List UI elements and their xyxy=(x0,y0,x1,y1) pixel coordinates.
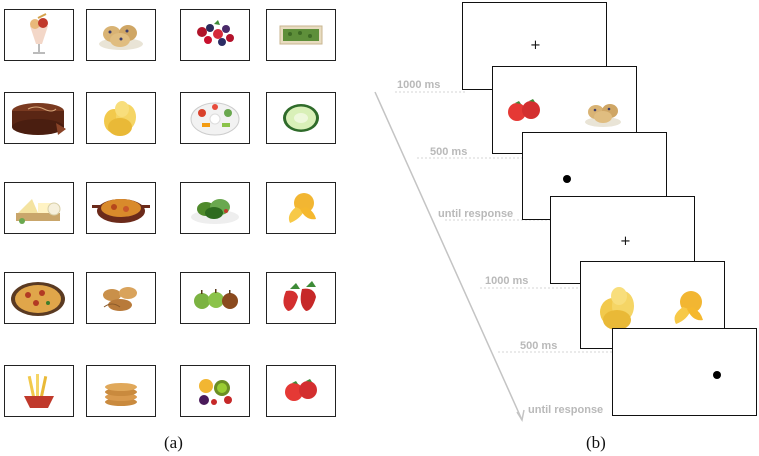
cheese-board-image xyxy=(4,182,74,234)
timeline-label-6: until response xyxy=(528,404,604,416)
trial-sequence: + + 1000 ms 500 ms until response 1000 m… xyxy=(350,0,759,456)
screen-probe-2 xyxy=(612,328,757,416)
food-image-grid: (a) xyxy=(0,0,345,456)
potato-chips-image xyxy=(86,92,156,144)
timeline-label-3: until response xyxy=(438,208,514,220)
panel-b-caption: (b) xyxy=(586,433,606,452)
ice-cream-sundae-image xyxy=(4,9,74,61)
panel-a-caption: (a) xyxy=(164,433,183,452)
mixed-fruit-image xyxy=(180,365,250,417)
timeline-label-1: 1000 ms xyxy=(397,79,441,91)
image-pair-graphic xyxy=(508,99,621,127)
timeline-label-4: 1000 ms xyxy=(485,275,529,287)
probe-dot xyxy=(713,371,721,379)
timeline-label-5: 500 ms xyxy=(520,340,558,352)
apples-image xyxy=(180,272,250,324)
french-fries-image xyxy=(4,365,74,417)
herb-toast-image xyxy=(266,9,336,61)
chocolate-cake-image xyxy=(4,92,74,144)
pizza-image xyxy=(4,272,74,324)
fixation-cross: + xyxy=(530,38,541,53)
image-pair-graphic xyxy=(600,287,703,330)
strawberries-image xyxy=(266,272,336,324)
peeled-orange-image xyxy=(266,182,336,234)
muffins-image xyxy=(86,9,156,61)
tomatoes-image xyxy=(266,365,336,417)
vegetable-platter-image xyxy=(180,92,250,144)
pastries-image xyxy=(86,272,156,324)
timeline-axis xyxy=(374,91,613,422)
fixation-cross: + xyxy=(620,234,631,249)
green-salad-image xyxy=(180,182,250,234)
baked-casserole-image xyxy=(86,182,156,234)
probe-dot xyxy=(563,175,571,183)
timeline-label-2: 500 ms xyxy=(430,146,468,158)
cucumber-slice-image xyxy=(266,92,336,144)
pancakes-image xyxy=(86,365,156,417)
berries-image xyxy=(180,9,250,61)
